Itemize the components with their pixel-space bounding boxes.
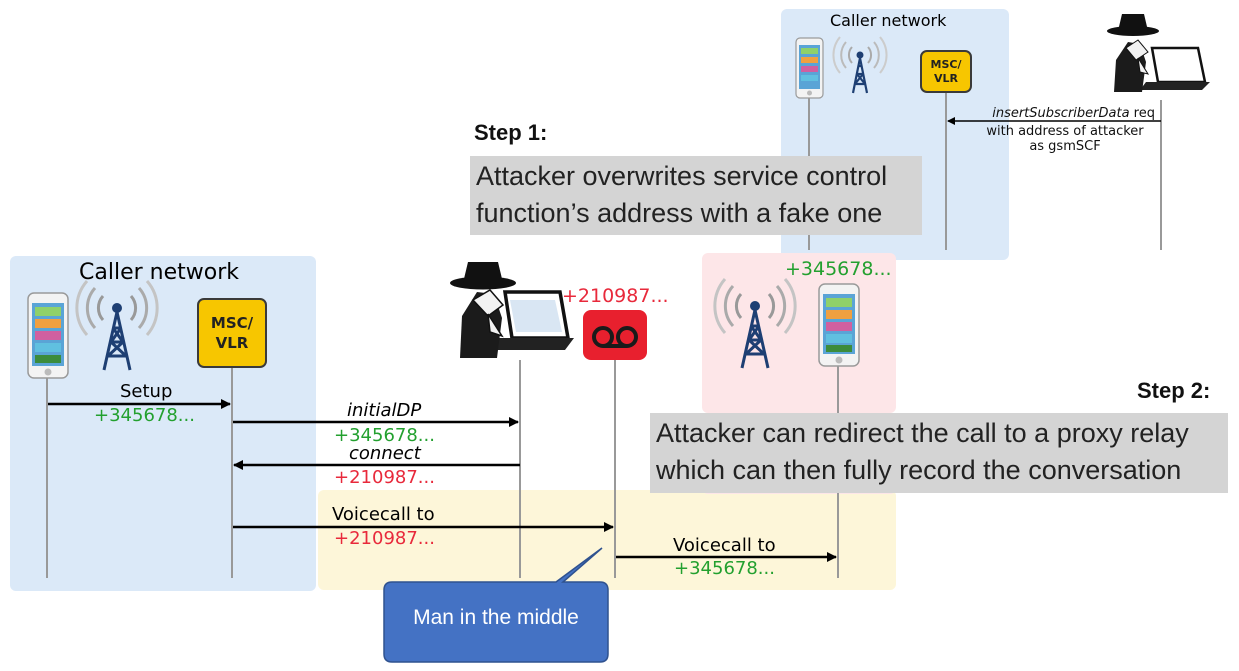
- caller-phone-icon: [27, 292, 69, 379]
- setup-number: +345678...: [94, 405, 195, 426]
- callee-network-panel: [702, 253, 896, 413]
- connect-number: +210987...: [334, 467, 435, 488]
- callee-phone-icon: [818, 283, 860, 367]
- voicecall-relay-label: Voicecall to: [332, 504, 435, 525]
- initialdp-number: +345678...: [334, 425, 435, 446]
- initialdp-label: initialDP: [347, 400, 422, 421]
- top-attacker-icon: [1107, 14, 1210, 92]
- top-msc-line2: VLR: [934, 72, 958, 85]
- mitm-highlight-panel: [318, 490, 896, 590]
- top-caller-phone-icon: [795, 37, 824, 99]
- step2-description: Attacker can redirect the call to a prox…: [650, 413, 1228, 493]
- step2-line2: which can then fully record the conversa…: [656, 455, 1182, 485]
- caller-antenna-icon: [75, 280, 159, 371]
- step1-line1: Attacker overwrites service control: [476, 161, 888, 191]
- voicecall-callee-number: +345678...: [674, 558, 775, 579]
- step2-line1: Attacker can redirect the call to a prox…: [656, 418, 1189, 448]
- callee-number: +345678...: [785, 258, 892, 280]
- step1-title: Step 1:: [474, 120, 548, 145]
- step1-description: Attacker overwrites service control func…: [470, 156, 922, 235]
- msc-line1: MSC/: [210, 314, 254, 332]
- top-msc-vlr-box: MSC/ VLR: [920, 50, 972, 93]
- voicecall-relay-number: +210987...: [334, 528, 435, 549]
- top-caller-network-title: Caller network: [830, 11, 947, 30]
- insertsubscriberdata-detail: with address of attacker as gsmSCF: [955, 124, 1175, 154]
- attacker-icon: [450, 262, 574, 358]
- man-in-the-middle-callout: Man in the middle: [413, 606, 579, 629]
- voicemail-relay-icon: [583, 310, 647, 360]
- connect-label: connect: [349, 443, 421, 464]
- msc-vlr-box: MSC/ VLR: [197, 298, 267, 368]
- insertsubscriberdata-op: insertSubscriberData: [992, 106, 1130, 121]
- man-in-the-middle-callout-shape: [383, 547, 609, 663]
- insertsubscriberdata-line2: with address of attacker: [986, 124, 1144, 139]
- top-antenna-icon: [832, 36, 888, 94]
- bottom-caller-network-title: Caller network: [79, 260, 239, 285]
- relay-number: +210987...: [562, 285, 669, 307]
- step2-title: Step 2:: [1137, 378, 1211, 403]
- voicecall-callee-label: Voicecall to: [673, 535, 776, 556]
- callee-antenna-icon: [713, 278, 797, 369]
- insertsubscriberdata-suffix: req: [1129, 106, 1155, 121]
- msc-line2: VLR: [215, 334, 249, 352]
- step1-line2: function’s address with a fake one: [476, 198, 883, 228]
- insertsubscriberdata-label: insertSubscriberData req: [955, 106, 1155, 121]
- top-msc-line1: MSC/: [930, 58, 962, 71]
- insertsubscriberdata-line3: as gsmSCF: [1029, 139, 1101, 154]
- setup-label: Setup: [120, 381, 173, 402]
